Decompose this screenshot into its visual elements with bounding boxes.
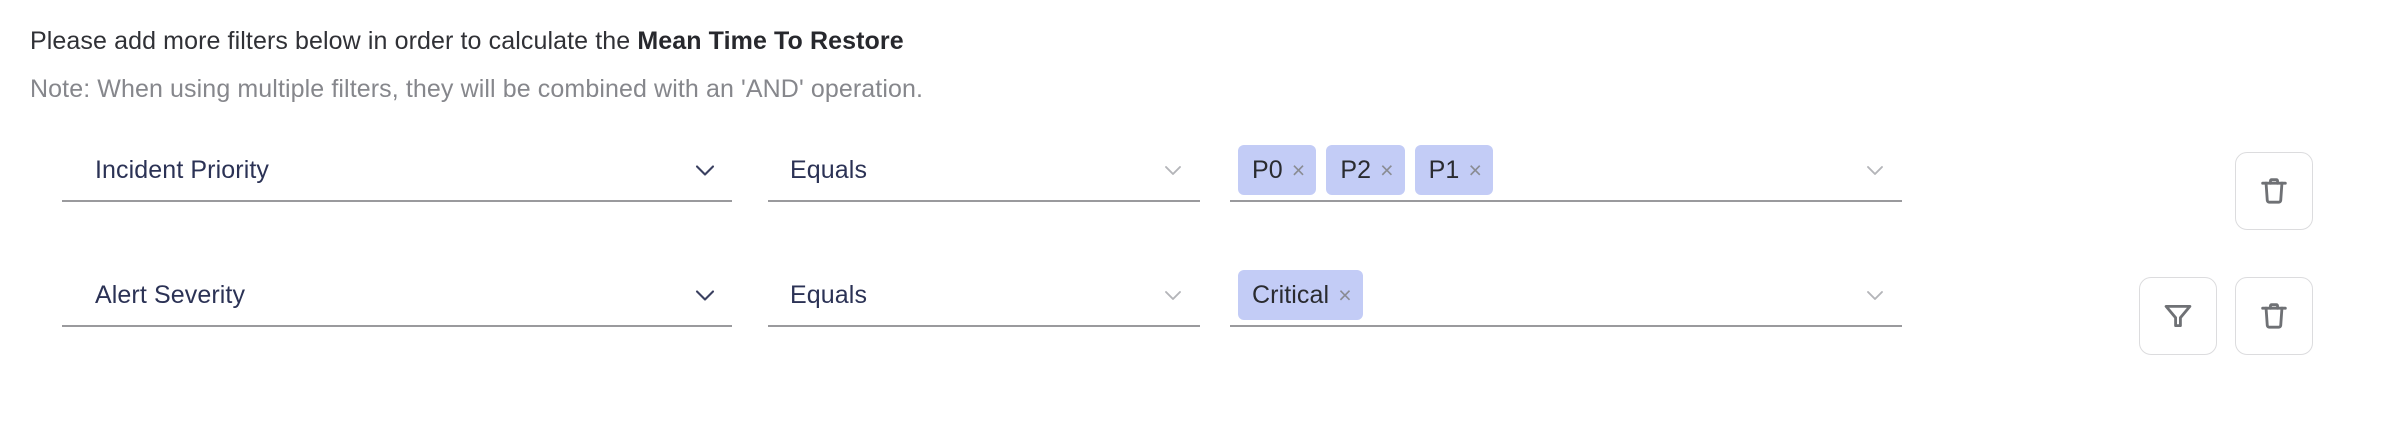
headline-metric-name: Mean Time To Restore (637, 27, 904, 55)
add-filter-button[interactable] (2139, 277, 2217, 355)
filter-field-select[interactable]: Alert Severity (62, 265, 732, 327)
filter-combination-note: Note: When using multiple filters, they … (30, 75, 924, 103)
delete-filter-button[interactable] (2235, 152, 2313, 230)
chevron-down-icon[interactable] (1160, 157, 1186, 183)
filter-rows: Incident Priority Equals P0 × (0, 140, 2408, 390)
filter-field-select[interactable]: Incident Priority (62, 140, 732, 202)
filter-value-chip[interactable]: P0 × (1238, 145, 1317, 195)
filter-field-value: Alert Severity (95, 280, 246, 309)
close-icon[interactable]: × (1338, 281, 1352, 308)
filter-row: Alert Severity Equals Critical × (0, 265, 2408, 390)
filter-row-actions (2235, 152, 2313, 230)
filter-value-chip[interactable]: Critical × (1238, 270, 1363, 320)
delete-filter-button[interactable] (2235, 277, 2313, 355)
close-icon[interactable]: × (1380, 156, 1394, 183)
filter-value-chips: Critical × (1230, 270, 1423, 320)
filter-operator-value: Equals (790, 155, 868, 184)
filter-value-chip[interactable]: P1 × (1414, 145, 1493, 195)
filter-value-multiselect[interactable]: Critical × (1230, 265, 1902, 327)
filter-field-value: Incident Priority (95, 155, 269, 184)
filter-operator-select[interactable]: Equals (768, 265, 1200, 327)
filter-operator-select[interactable]: Equals (768, 140, 1200, 202)
close-icon[interactable]: × (1468, 156, 1482, 183)
chevron-down-icon[interactable] (1862, 157, 1888, 183)
filter-value-chips: P0 × P2 × P1 × (1230, 145, 1553, 195)
filter-row-actions (2139, 277, 2313, 355)
chip-label: P0 (1252, 155, 1283, 184)
chip-label: Critical (1252, 280, 1330, 309)
filter-value-multiselect[interactable]: P0 × P2 × P1 × (1230, 140, 1902, 202)
chevron-down-icon[interactable] (692, 157, 718, 183)
filter-row: Incident Priority Equals P0 × (0, 140, 2408, 265)
trash-icon (2261, 303, 2287, 329)
headline-prefix-text: Please add more filters below in order t… (30, 27, 638, 55)
trash-icon (2261, 178, 2287, 204)
filter-operator-value: Equals (790, 280, 868, 309)
funnel-icon (2164, 304, 2192, 328)
chevron-down-icon[interactable] (692, 282, 718, 308)
chip-label: P1 (1428, 155, 1460, 184)
chip-label: P2 (1340, 155, 1372, 184)
filter-value-chip[interactable]: P2 × (1326, 145, 1405, 195)
chevron-down-icon[interactable] (1862, 282, 1888, 308)
close-icon[interactable]: × (1291, 156, 1306, 183)
chevron-down-icon[interactable] (1160, 282, 1186, 308)
page-title: Please add more filters below in order t… (30, 26, 2408, 56)
